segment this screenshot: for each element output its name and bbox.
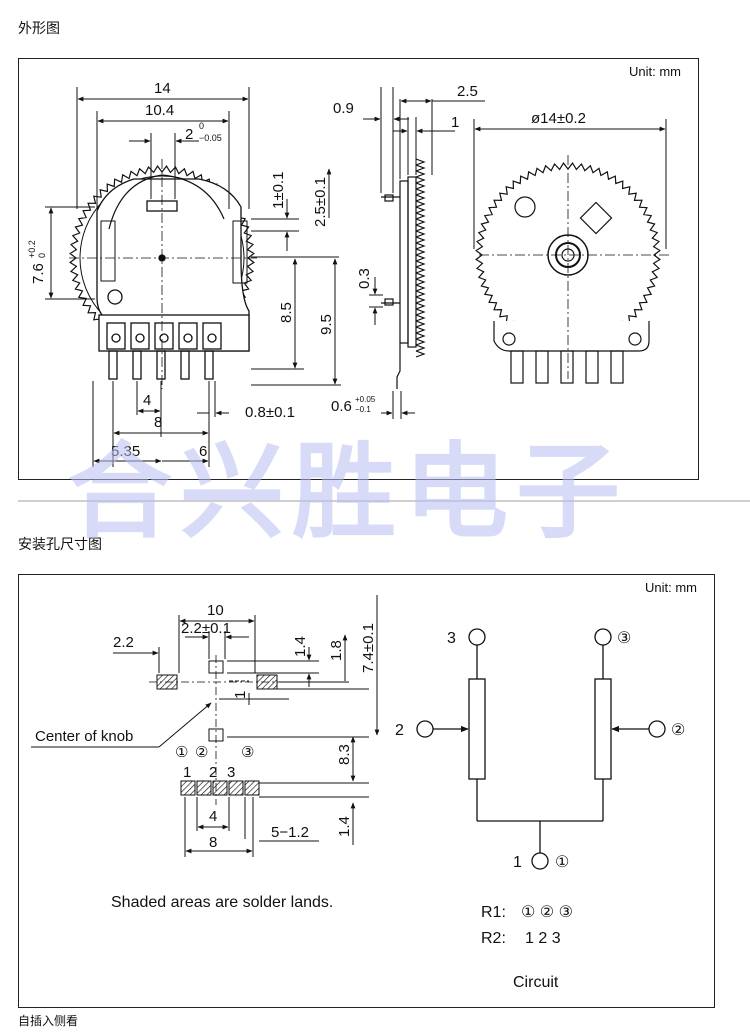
dim-9-5: 9.5 (318, 314, 335, 335)
front-dimension-labels: 14 10.4 2 0 −0.05 7.6 +0.2 0 1±0.1 2.5±0… (27, 80, 335, 460)
pin-circle-3: ③ (241, 744, 254, 761)
mount-dim-1-8: 1.8 (328, 640, 345, 661)
mount-dim-2-2: 2.2 (113, 634, 134, 651)
mount-dim-4: 4 (209, 808, 217, 825)
mount-dim-2-2-tol: 2.2±0.1 (181, 620, 231, 637)
dim-2-tol-top: 0 (199, 121, 204, 131)
dim-8-5: 8.5 (278, 302, 295, 323)
side-dim-1: 1 (451, 114, 459, 131)
section-divider (18, 500, 750, 502)
r1-label: R1: (481, 904, 506, 921)
circuit-pin-3-circled: ③ (617, 630, 631, 647)
dim-10-4: 10.4 (145, 102, 174, 119)
dim-1-tol: 1±0.1 (270, 172, 287, 209)
mount-dim-1: 1 (232, 691, 249, 699)
resistor-r1 (468, 678, 486, 780)
dim-2-tol-bottom: −0.05 (199, 133, 222, 143)
dim-0-8-tol: 0.8±0.1 (245, 404, 295, 421)
circuit-caption: Circuit (513, 974, 559, 991)
circuit-pin-1: 1 (513, 854, 522, 871)
side-dim-0-6-tol-top: +0.05 (355, 395, 376, 404)
pin-circle-2: ② (195, 744, 208, 761)
unit-label-2: Unit: mm (645, 580, 697, 595)
mount-dim-8: 8 (209, 834, 217, 851)
circuit-pin-2-circled: ② (671, 722, 685, 739)
circuit-pin-3: 3 (447, 630, 456, 647)
mount-dim-5-1-2: 5−1.2 (271, 824, 309, 841)
mounting-drawing-panel: Unit: mm (18, 574, 715, 1008)
mounting-section-title: 安装孔尺寸图 (18, 536, 102, 552)
dim-7-6-tol-top: +0.2 (27, 240, 37, 258)
mount-dim-8-3: 8.3 (336, 744, 353, 765)
back-terminals (510, 350, 624, 384)
mounting-drawing: Unit: mm (31, 580, 697, 991)
dim-8: 8 (154, 414, 162, 431)
circuit-schematic (416, 628, 666, 870)
side-dim-0-9: 0.9 (333, 100, 354, 117)
front-terminals (106, 322, 222, 380)
mount-dim-1-4a: 1.4 (292, 636, 309, 657)
mount-dim-7-4-tol: 7.4±0.1 (360, 623, 377, 673)
outline-drawing: Unit: mm (27, 64, 681, 467)
side-dim-0-6: 0.6 (331, 398, 352, 415)
dim-14: 14 (154, 80, 171, 97)
mount-dim-10: 10 (207, 602, 224, 619)
dim-2: 2 (185, 126, 193, 143)
dim-4: 4 (143, 392, 151, 409)
side-dimension-labels: 0.9 2.5 1 0.3 0.6 +0.05 −0.1 (331, 83, 478, 415)
mounting-dimension-labels: 10 2.2±0.1 2.2 1.4 1.8 7.4±0.1 1 8.3 1.4… (35, 602, 377, 911)
outline-drawing-panel: Unit: mm (18, 58, 699, 480)
resistor-r2 (594, 678, 612, 780)
side-dim-0-6-tol-bottom: −0.1 (355, 405, 371, 414)
circuit-pin-1-circled: ① (555, 854, 569, 871)
dim-diameter: ø14±0.2 (531, 110, 586, 127)
outline-section-title: 外形图 (18, 20, 60, 36)
r2-pins: 1 2 3 (525, 930, 561, 947)
unit-label: Unit: mm (629, 64, 681, 79)
dim-7-6-tol-bottom: 0 (37, 253, 47, 258)
pin-number-3: 3 (227, 764, 235, 781)
r2-label: R2: (481, 930, 506, 947)
side-teeth (415, 158, 426, 358)
dim-5-35: 5.35 (111, 443, 140, 460)
r1-pins: ① ② ③ (521, 904, 573, 921)
shaded-areas-note: Shaded areas are solder lands. (111, 894, 333, 911)
dim-6: 6 (199, 443, 207, 460)
back-view (475, 155, 669, 384)
side-dim-2-5: 2.5 (457, 83, 478, 100)
dim-7-6: 7.6 (30, 263, 47, 284)
circuit-pin-2: 2 (395, 722, 404, 739)
footer-note: 自插入侧看 (18, 1014, 79, 1028)
side-view (381, 158, 426, 389)
side-dim-0-3: 0.3 (356, 268, 373, 289)
mount-dim-1-4b: 1.4 (336, 816, 353, 837)
dim-2-5-tol: 2.5±0.1 (312, 177, 329, 227)
pin-number-1: 1 (183, 764, 191, 781)
center-of-knob-label: Center of knob (35, 728, 133, 745)
front-view (69, 159, 257, 389)
pin-circle-1: ① (175, 744, 188, 761)
circuit-labels: 3 ③ 2 ② 1 ① R1: ① ② ③ R2: 1 2 3 Circuit (395, 630, 685, 991)
pin-number-2: 2 (209, 764, 217, 781)
